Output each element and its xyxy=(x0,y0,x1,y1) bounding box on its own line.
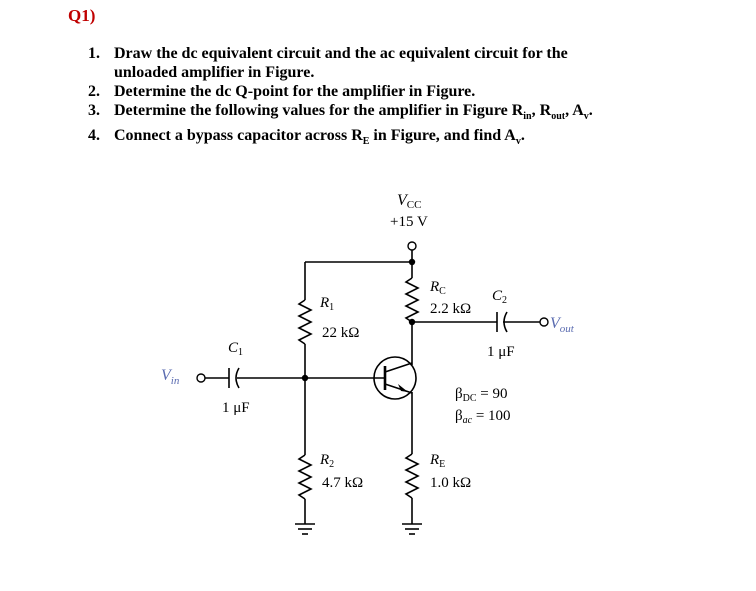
question-item-number: 4. xyxy=(88,127,100,145)
r1-label: R1 xyxy=(319,295,334,313)
r1-resistor xyxy=(297,299,313,345)
rc-resistor xyxy=(404,277,420,323)
question-item-4: 4. Connect a bypass capacitor across RE … xyxy=(88,126,728,151)
question-item-number: 3. xyxy=(88,102,100,119)
vcc-value: +15 V xyxy=(390,214,428,230)
emitter-arrow xyxy=(398,384,408,392)
beta-ac-label: βac = 100 xyxy=(455,408,511,426)
r2-value: 4.7 kΩ xyxy=(322,475,363,491)
vcc-terminal xyxy=(407,241,417,251)
question-item-text: Determine the dc Q-point for the amplifi… xyxy=(114,83,476,100)
vin-terminal xyxy=(196,373,206,383)
c2-label: C2 xyxy=(492,288,507,306)
question-list: 1. Draw the dc equivalent circuit and th… xyxy=(88,44,728,151)
vcc-label: VCC xyxy=(397,192,421,211)
re-resistor xyxy=(404,453,420,499)
question-item-2: 2. Determine the dc Q-point for the ampl… xyxy=(88,82,728,101)
r2-label: R2 xyxy=(319,452,334,470)
vin-label: Vin xyxy=(161,367,180,387)
question-item-text: Determine the following values for the a… xyxy=(114,102,593,123)
c1-value: 1 μF xyxy=(222,400,250,416)
transistor-symbol xyxy=(373,356,417,400)
vout-label: Vout xyxy=(550,315,575,335)
vout-terminal xyxy=(539,317,549,327)
rc-label: RC xyxy=(429,279,446,297)
question-item-1: 1. Draw the dc equivalent circuit and th… xyxy=(88,44,728,82)
junction-dot xyxy=(408,318,416,326)
c2-value: 1 μF xyxy=(487,344,515,360)
rc-value: 2.2 kΩ xyxy=(430,301,471,317)
question-item-text: Draw the dc equivalent circuit and the a… xyxy=(114,45,568,81)
r2-resistor xyxy=(297,454,313,500)
question-item-text: Connect a bypass capacitor across RE in … xyxy=(114,127,525,148)
beta-dc-label: βDC = 90 xyxy=(455,386,508,404)
r1-value: 22 kΩ xyxy=(322,325,359,341)
junction-dot xyxy=(408,258,416,266)
question-item-3: 3. Determine the following values for th… xyxy=(88,101,728,126)
re-label: RE xyxy=(429,452,445,470)
c1-label: C1 xyxy=(228,340,243,358)
question-number: Q1) xyxy=(68,6,96,25)
question-item-number: 1. xyxy=(88,45,100,62)
junction-dot xyxy=(301,374,309,382)
re-value: 1.0 kΩ xyxy=(430,475,471,491)
question-item-number: 2. xyxy=(88,83,100,100)
